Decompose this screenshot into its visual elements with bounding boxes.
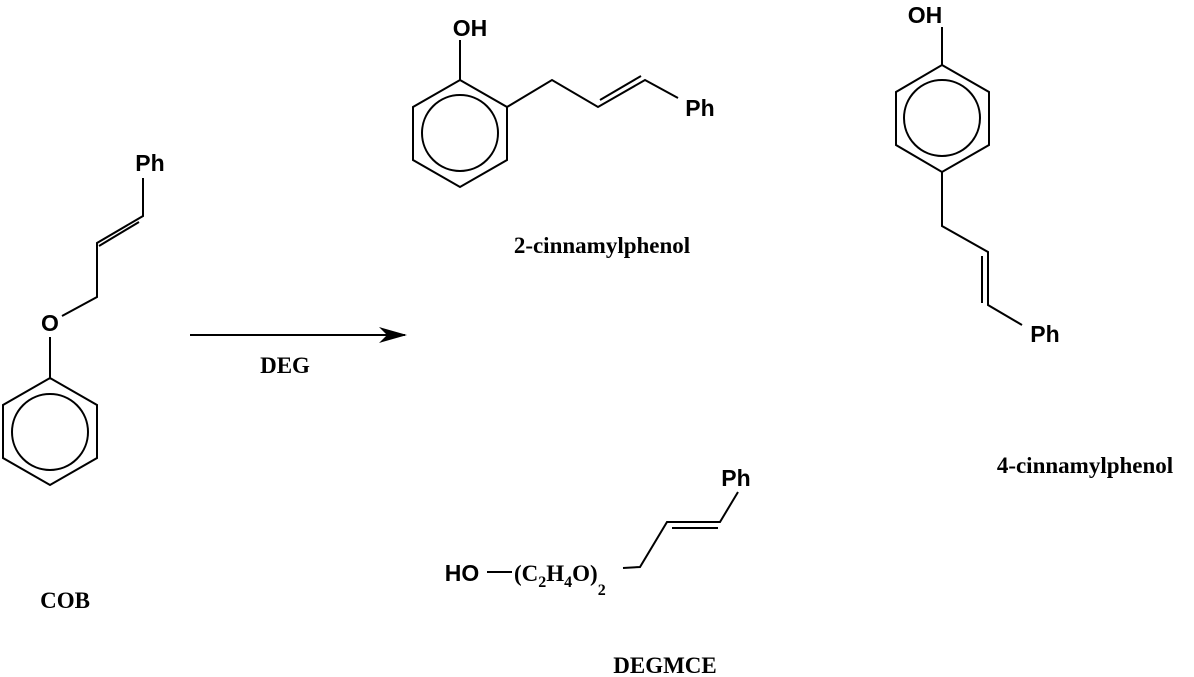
ph-label: Ph — [1030, 321, 1059, 347]
cob-structure: Ph O — [2, 150, 165, 487]
2-cinnamylphenol-structure: OH Ph — [412, 15, 715, 189]
degmce-label: DEGMCE — [613, 653, 717, 677]
benzene-ring — [2, 376, 98, 487]
cob-oxygen-label: O — [41, 310, 59, 336]
chain-formula: (C2H4O)2 — [514, 561, 606, 599]
ph-label: Ph — [721, 465, 750, 491]
cob-label: COB — [40, 588, 90, 613]
oh-label: OH — [908, 2, 943, 28]
reagent-label: DEG — [260, 353, 310, 378]
4-cinnamylphenol-structure: OH Ph — [895, 2, 1060, 347]
ho-label: HO — [445, 560, 480, 586]
ph-label: Ph — [685, 95, 714, 121]
4-cinnamylphenol-label: 4-cinnamylphenol — [997, 453, 1173, 478]
degmce-structure: HO (C2H4O)2 Ph — [445, 465, 751, 599]
cob-ph-label: Ph — [135, 150, 164, 176]
oh-label: OH — [453, 15, 488, 41]
2-cinnamylphenol-label: 2-cinnamylphenol — [514, 233, 690, 258]
